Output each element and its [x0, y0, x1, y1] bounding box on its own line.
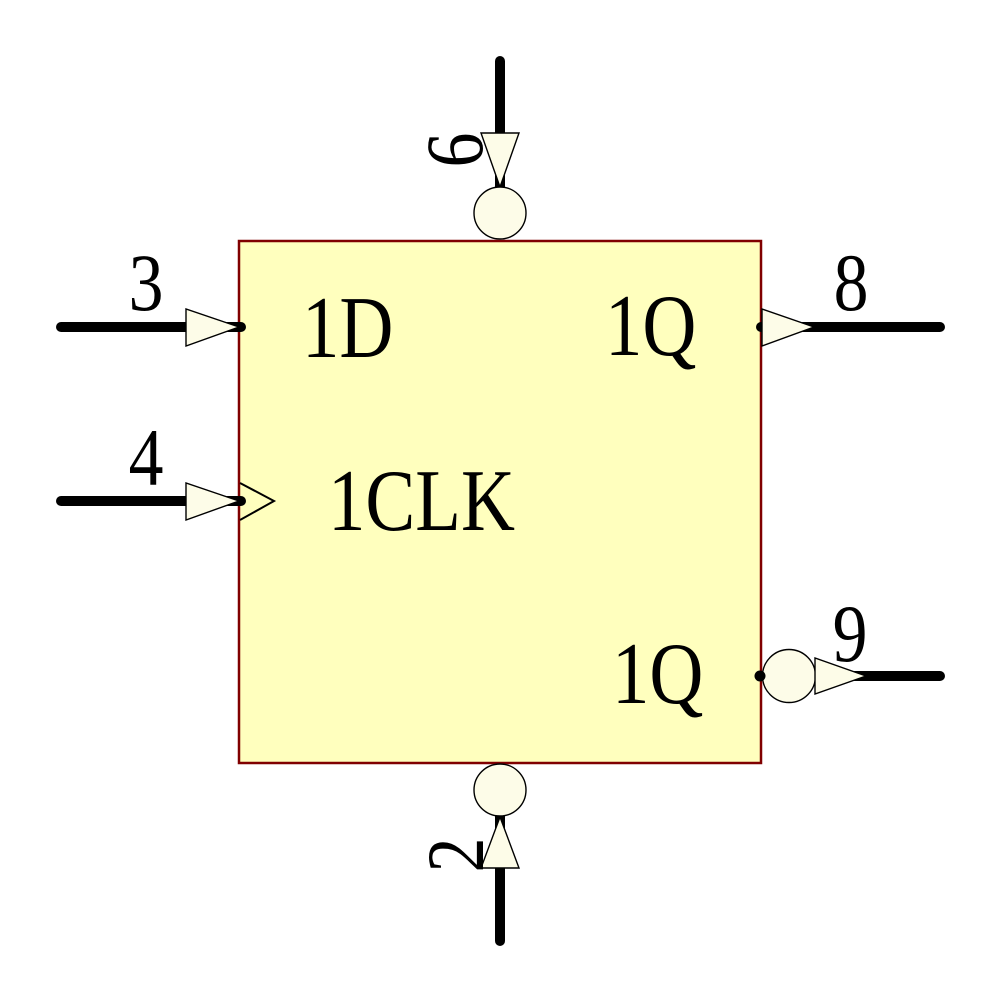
- pin-2-reset-input: 2: [411, 763, 527, 946]
- pin-9-junction-dot: [754, 670, 766, 682]
- clock-edge-icon: [239, 482, 277, 521]
- pin-8-arrowhead-icon: [761, 308, 817, 348]
- pin-6-inversion-bubble-icon: [473, 186, 527, 240]
- pin-3-number: 3: [129, 238, 164, 329]
- pin-9-inversion-bubble-icon: [761, 648, 817, 704]
- pin-4-clk-input: 4 1CLK: [56, 413, 515, 549]
- pin-2-number: 2: [411, 838, 502, 873]
- pin-6-set-input: 6: [410, 56, 527, 240]
- pin-6-number: 6: [410, 133, 501, 168]
- pin-2-inversion-bubble-icon: [473, 763, 527, 817]
- pin-4-number: 4: [129, 413, 164, 504]
- pin-8-label-1q: 1Q: [605, 276, 696, 374]
- pin-6-arrowhead-icon: [480, 132, 520, 190]
- pin-3-arrowhead-icon: [185, 308, 242, 347]
- pin-9-q-inverted-output: 9 1Q: [612, 589, 945, 722]
- pin-9-number: 9: [833, 589, 868, 680]
- pin-8-number: 8: [834, 238, 869, 329]
- pin-8-q-output: 8 1Q: [605, 238, 945, 374]
- pin-3-d-input: 3 1D: [56, 238, 393, 376]
- pin-9-label-1q: 1Q: [612, 624, 703, 722]
- pin-3-label-1d: 1D: [302, 278, 393, 376]
- pin-9-arrowhead-icon: [814, 657, 869, 695]
- flip-flop-body: [237, 239, 763, 765]
- pin-4-arrowhead-icon: [185, 482, 242, 521]
- pin-2-arrowhead-icon: [479, 814, 521, 869]
- pin-4-label-1clk: 1CLK: [328, 451, 515, 549]
